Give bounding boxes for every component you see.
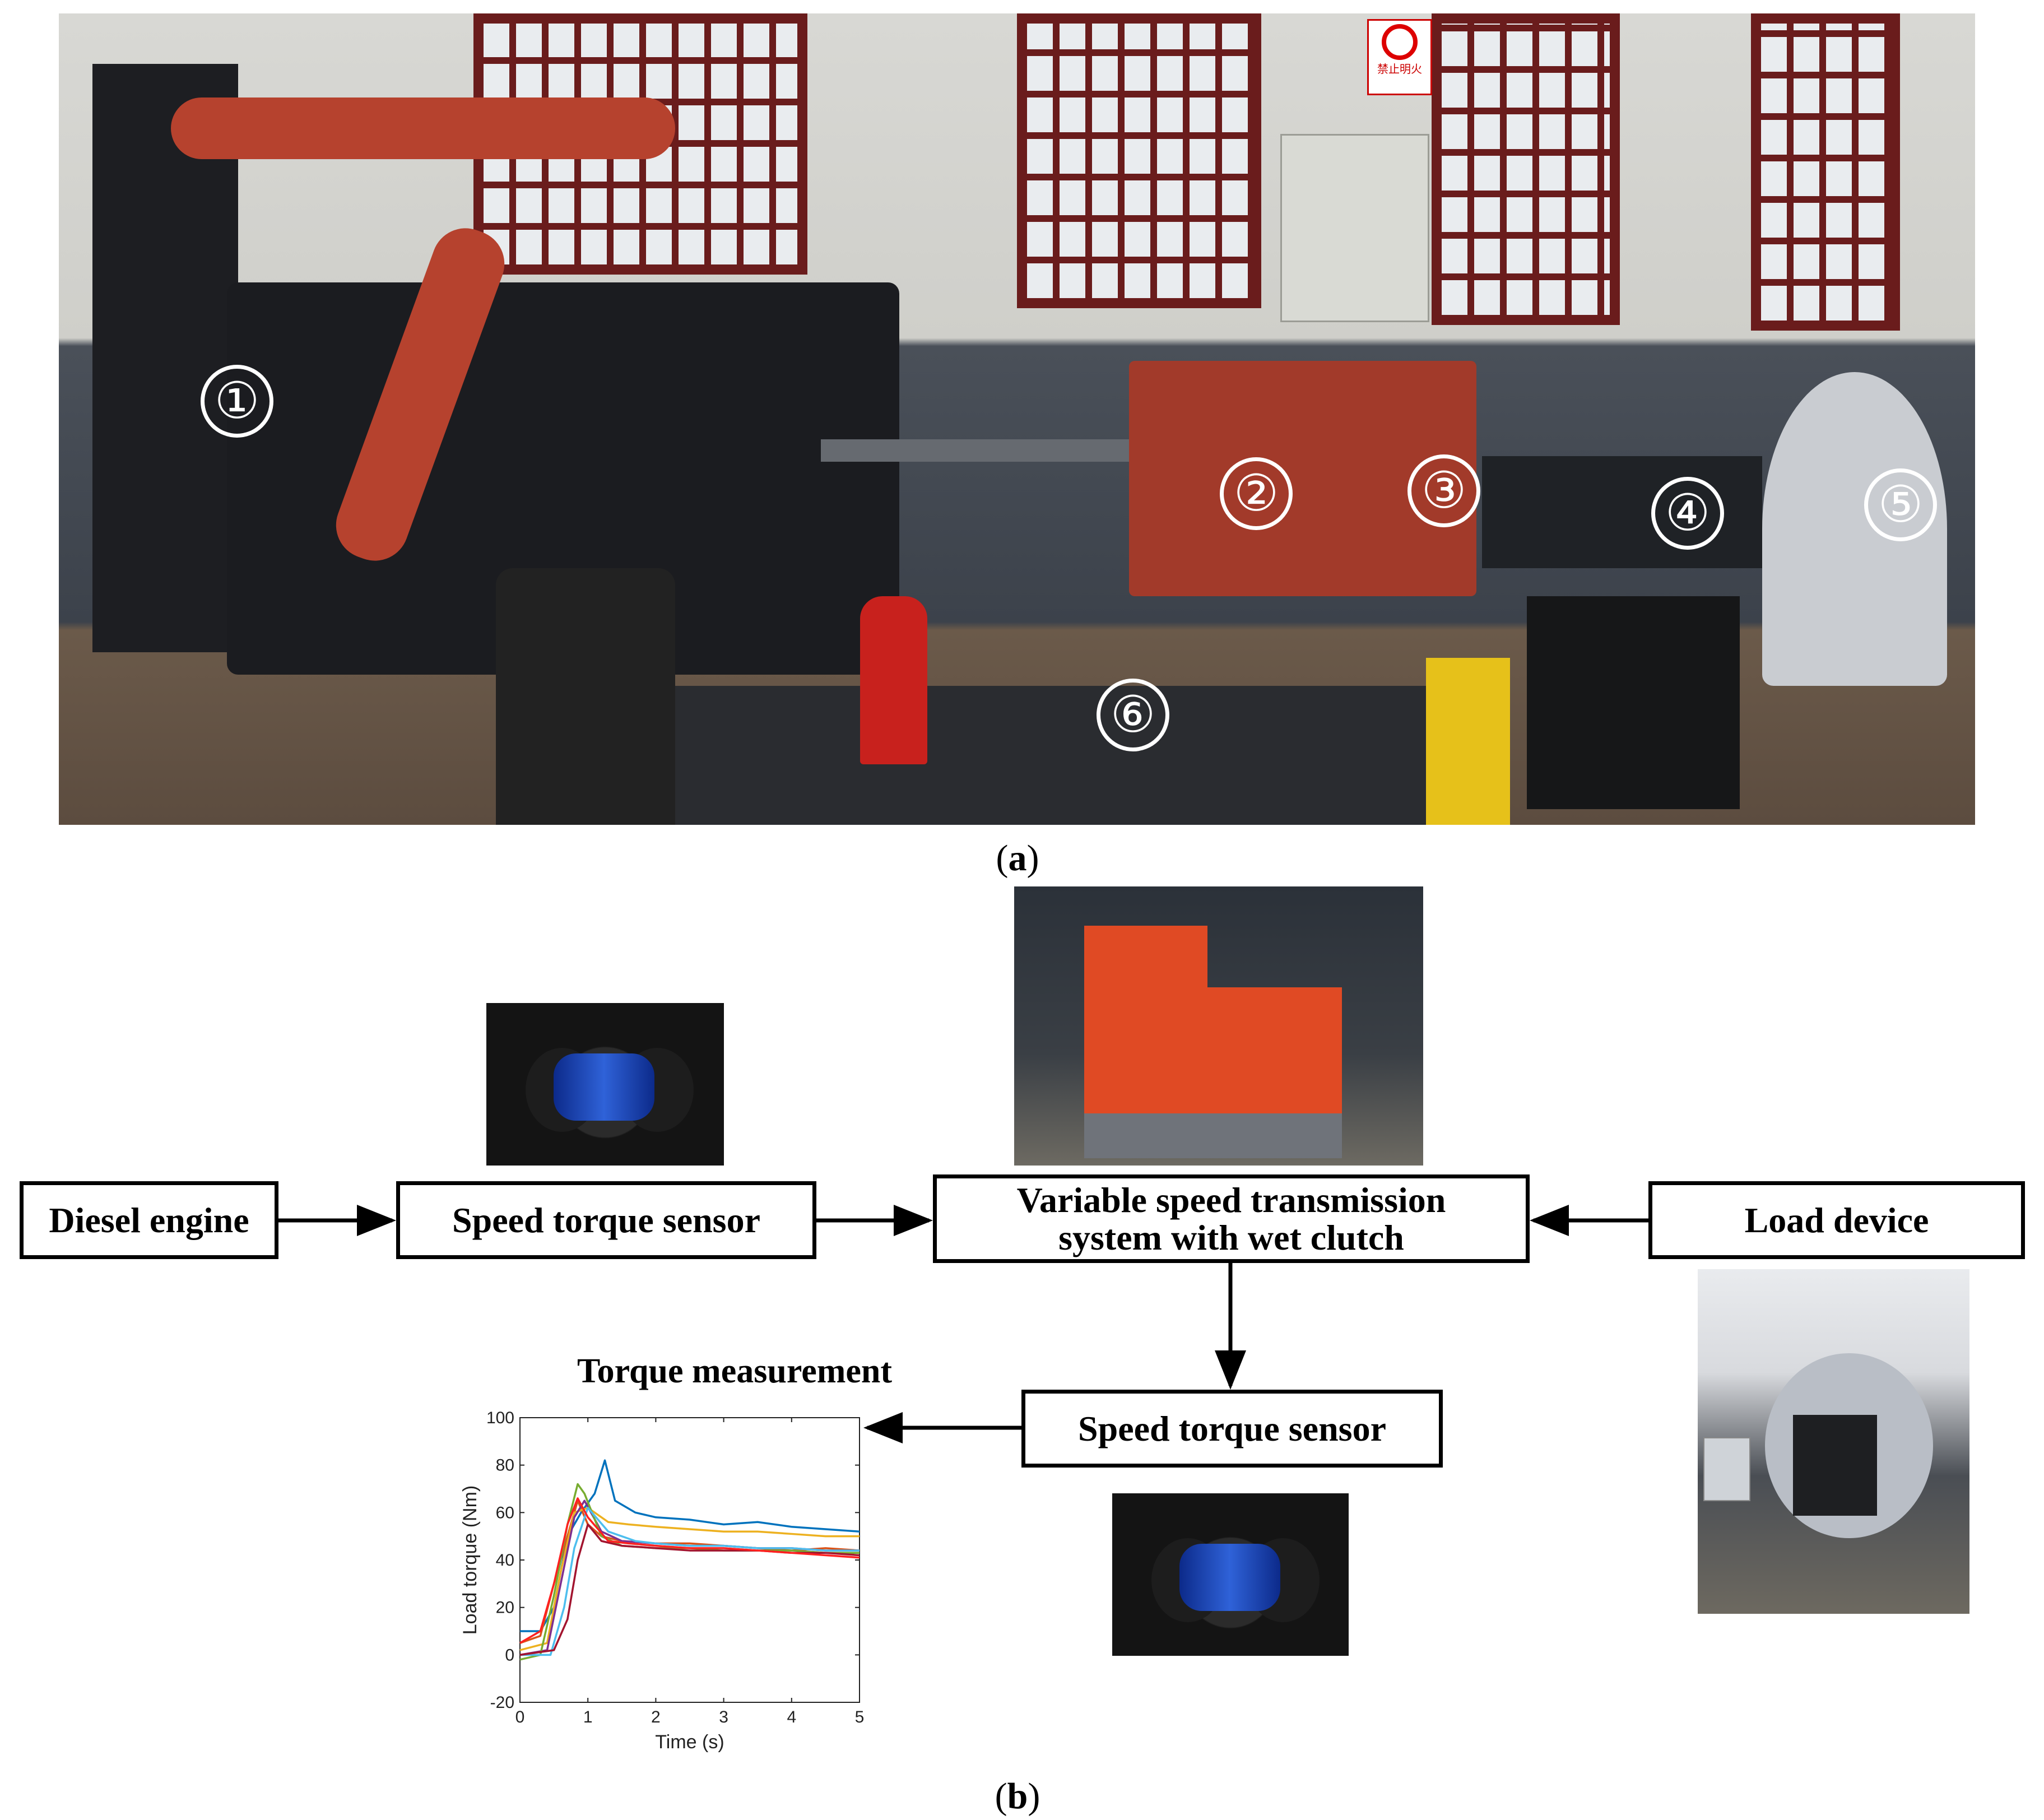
window xyxy=(1751,13,1900,331)
diesel-engine-radiator xyxy=(92,64,238,652)
speed-torque-sensor-box-1: Speed torque sensor xyxy=(396,1181,816,1259)
x-tick-label: 0 xyxy=(515,1708,525,1726)
diesel-engine-box: Diesel engine xyxy=(20,1181,278,1259)
marker-6: ⑥ xyxy=(1097,679,1169,751)
black-base xyxy=(1527,596,1740,809)
hydraulic-station xyxy=(675,686,1482,825)
y-tick-label: -20 xyxy=(490,1693,514,1712)
x-tick-label: 2 xyxy=(651,1708,661,1726)
y-tick-label: 80 xyxy=(496,1456,514,1475)
y-tick-label: 60 xyxy=(496,1503,514,1522)
window xyxy=(1432,13,1620,325)
test-bench-photo: 禁止明火 ① ② ③ ④ ⑤ ⑥ xyxy=(59,13,1975,825)
red-filter xyxy=(860,596,927,764)
intake-filter xyxy=(496,568,675,825)
x-tick-label: 4 xyxy=(787,1708,796,1726)
marker-4: ④ xyxy=(1651,477,1724,550)
load-device-box: Load device xyxy=(1648,1181,2025,1259)
marker-2: ② xyxy=(1220,457,1293,530)
y-tick-label: 100 xyxy=(486,1409,514,1427)
y-tick-label: 20 xyxy=(496,1599,514,1617)
window xyxy=(1017,13,1261,308)
turbo-hose xyxy=(171,97,675,159)
gearbox xyxy=(1084,987,1342,1116)
series-line-8 xyxy=(519,1497,860,1644)
x-tick-label: 1 xyxy=(583,1708,593,1726)
sensor-body xyxy=(554,1053,654,1121)
marker-1: ① xyxy=(201,365,273,438)
no-fire-sign: 禁止明火 xyxy=(1367,19,1432,95)
transmission-box: Variable speed transmission system with … xyxy=(933,1174,1530,1263)
speed-torque-sensor-box-2: Speed torque sensor xyxy=(1021,1390,1443,1468)
x-tick-label: 3 xyxy=(719,1708,728,1726)
sensor-photo-2 xyxy=(1112,1493,1349,1656)
sensor-photo-1 xyxy=(486,1003,724,1166)
series-line-3 xyxy=(519,1507,860,1651)
x-tick-label: 5 xyxy=(855,1708,865,1726)
y-tick-label: 40 xyxy=(496,1551,514,1570)
marker-5: ⑤ xyxy=(1864,468,1937,541)
chart-title: Torque measurement xyxy=(577,1352,893,1390)
y-tick-label: 0 xyxy=(505,1646,514,1664)
sensor-body xyxy=(1179,1544,1280,1611)
load-device-photo xyxy=(1698,1269,1969,1614)
yellow-guard xyxy=(1426,658,1510,825)
electrical-cabinet xyxy=(1280,134,1429,322)
caption-a: (a) xyxy=(996,838,1039,879)
marker-3: ③ xyxy=(1407,454,1480,527)
x-axis-label: Time (s) xyxy=(655,1731,724,1753)
caption-b: (b) xyxy=(995,1776,1040,1817)
series-line-6 xyxy=(520,1507,860,1656)
transmission-photo xyxy=(1014,886,1423,1166)
y-axis-label: Load torque (Nm) xyxy=(459,1485,481,1635)
plot-area xyxy=(519,1417,860,1703)
